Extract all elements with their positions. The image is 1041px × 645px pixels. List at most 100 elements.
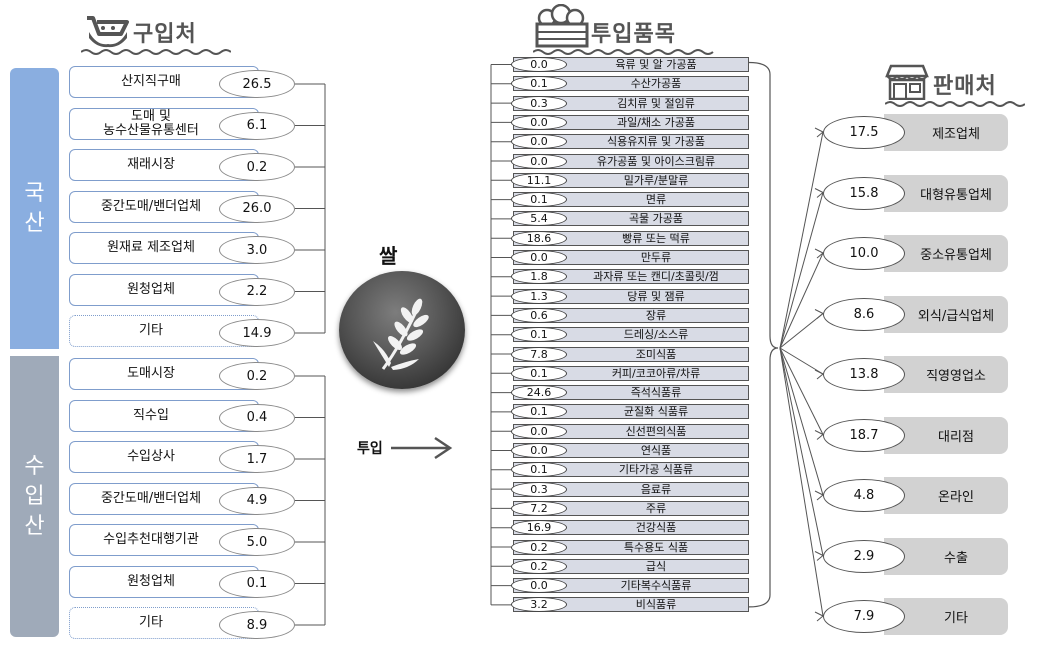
source-label: 도매 및 농수산물유통센터 bbox=[103, 108, 199, 138]
purchase-header-title: 구입처 bbox=[133, 22, 197, 47]
basket-icon bbox=[87, 16, 129, 48]
sales-channel-share-pill: 17.5 bbox=[823, 116, 905, 149]
input-item-box: 빵류 또는 떡류 bbox=[513, 230, 749, 246]
input-item-share-pill: 0.0 bbox=[511, 578, 567, 594]
input-item-box: 연식품 bbox=[513, 443, 749, 458]
input-item-box: 과일/채소 가공품 bbox=[513, 114, 749, 130]
input-item-box: 당류 및 잼류 bbox=[513, 288, 749, 304]
input-item-share-pill: 5.4 bbox=[511, 211, 567, 227]
source-share-pill: 0.2 bbox=[219, 153, 295, 181]
source-label: 수입추천대행기관 bbox=[103, 532, 199, 547]
input-item-share-pill: 0.0 bbox=[511, 443, 567, 458]
sales-channel-box: 외식/급식업체 bbox=[884, 295, 1008, 333]
source-label: 원청업체 bbox=[127, 573, 175, 589]
source-share-pill: 0.2 bbox=[219, 362, 295, 390]
input-item-share-pill: 0.1 bbox=[511, 76, 567, 92]
input-item-box: 기타가공 식품류 bbox=[513, 462, 749, 478]
input-item-share-pill: 7.8 bbox=[511, 346, 567, 362]
input-item-box: 음료류 bbox=[513, 481, 749, 497]
source-box: 도매 및 농수산물유통센터 bbox=[69, 107, 259, 140]
sales-arrow-head bbox=[816, 434, 824, 440]
sales-arrow-head bbox=[814, 611, 824, 617]
source-box: 직수입 bbox=[69, 399, 259, 432]
source-share-pill: 5.0 bbox=[219, 528, 295, 556]
rice-emblem bbox=[339, 271, 465, 389]
source-share-pill: 14.9 bbox=[219, 319, 295, 347]
sales-arrow-head bbox=[814, 309, 824, 314]
sales-arrow-head bbox=[814, 188, 824, 193]
source-label: 수입상사 bbox=[127, 449, 175, 464]
sales-arrow bbox=[779, 347, 824, 556]
source-label: 중간도매/밴더업체 bbox=[100, 490, 202, 506]
input-items-right-bracket bbox=[748, 61, 779, 608]
purchase-header: 구입처 bbox=[81, 14, 231, 55]
source-label: 산지직구매 bbox=[121, 74, 181, 89]
sales-arrow-head bbox=[816, 373, 824, 380]
vegetable-crate-icon bbox=[535, 4, 589, 48]
input-item-box: 커피/코코아류/차류 bbox=[513, 365, 749, 381]
header-underline bbox=[81, 49, 231, 55]
source-share-pill: 1.7 bbox=[219, 445, 295, 473]
input-item-share-pill: 0.0 bbox=[511, 423, 567, 439]
rice-plant-icon bbox=[373, 298, 429, 370]
sales-arrow-head bbox=[816, 252, 824, 259]
sales-arrow-head bbox=[814, 369, 824, 375]
input-item-box: 과자류 또는 캔디/초콜릿/껌 bbox=[513, 269, 749, 285]
input-label: 투입 bbox=[357, 441, 383, 457]
source-share-pill: 0.1 bbox=[219, 569, 295, 598]
domestic-char-2: 산 bbox=[24, 210, 45, 236]
input-item-box: 비식품류 bbox=[513, 597, 749, 613]
sales-channel-share-pill: 13.8 bbox=[823, 358, 905, 391]
imported-char-3: 산 bbox=[24, 513, 45, 539]
sales-channel-share-pill: 15.8 bbox=[823, 176, 905, 210]
sales-channel-share-pill: 7.9 bbox=[823, 600, 905, 633]
input-item-share-pill: 0.0 bbox=[511, 57, 567, 72]
source-label: 재래시장 bbox=[127, 157, 175, 172]
sales-arrow bbox=[779, 192, 824, 349]
input-item-share-pill: 0.2 bbox=[511, 558, 567, 574]
source-label: 도매시장 bbox=[127, 366, 175, 381]
input-item-share-pill: 18.6 bbox=[511, 230, 567, 246]
imported-char-1: 수 bbox=[24, 453, 45, 479]
input-item-box: 장류 bbox=[513, 307, 749, 323]
sales-arrow bbox=[779, 252, 824, 349]
rice-title: 쌀 bbox=[379, 244, 398, 268]
store-icon bbox=[885, 64, 929, 100]
input-item-share-pill: 0.0 bbox=[511, 114, 567, 130]
domestic-char-1: 국 bbox=[24, 180, 45, 206]
source-share-pill: 4.9 bbox=[219, 486, 295, 515]
input-item-share-pill: 3.2 bbox=[511, 597, 567, 613]
input-item-box: 식용유지류 및 가공품 bbox=[513, 134, 749, 150]
source-share-pill: 6.1 bbox=[219, 111, 295, 140]
input-item-share-pill: 1.8 bbox=[511, 269, 567, 285]
imported-label: 수 입 산 bbox=[10, 356, 59, 637]
sales-channel-share-pill: 18.7 bbox=[823, 418, 905, 452]
sales-channel-share-pill: 4.8 bbox=[823, 479, 905, 512]
header-underline bbox=[533, 49, 714, 55]
input-items-header: 투입품목 bbox=[533, 4, 714, 55]
sales-header-title: 판매처 bbox=[933, 74, 997, 99]
input-items-header-title: 투입품목 bbox=[591, 22, 676, 47]
source-label: 중간도매/밴더업체 bbox=[100, 198, 202, 214]
source-label: 원재료 제조업체 bbox=[107, 240, 195, 255]
source-label: 원청업체 bbox=[127, 281, 175, 297]
input-item-share-pill: 0.6 bbox=[511, 307, 567, 323]
input-item-box: 급식 bbox=[513, 558, 749, 574]
sales-arrow-head bbox=[814, 127, 824, 133]
input-item-share-pill: 7.2 bbox=[511, 500, 567, 516]
input-item-box: 밀가루/분말류 bbox=[513, 172, 749, 188]
sales-arrow bbox=[779, 313, 824, 349]
sales-channel-share-pill: 8.6 bbox=[823, 297, 905, 331]
input-item-box: 유가공품 및 아이스크림류 bbox=[513, 153, 749, 169]
input-item-share-pill: 16.9 bbox=[511, 520, 567, 536]
sales-arrow-head bbox=[816, 494, 824, 501]
sales-channel-share-pill: 10.0 bbox=[823, 237, 905, 270]
input-item-share-pill: 0.1 bbox=[511, 327, 567, 343]
arrow-right-icon bbox=[391, 436, 453, 460]
input-item-box: 조미식품 bbox=[513, 346, 749, 362]
sales-arrow bbox=[779, 131, 824, 349]
source-label: 직수입 bbox=[133, 407, 169, 423]
source-share-pill: 26.5 bbox=[219, 70, 295, 98]
input-item-share-pill: 0.0 bbox=[511, 250, 567, 265]
sales-arrow-head bbox=[816, 192, 824, 198]
